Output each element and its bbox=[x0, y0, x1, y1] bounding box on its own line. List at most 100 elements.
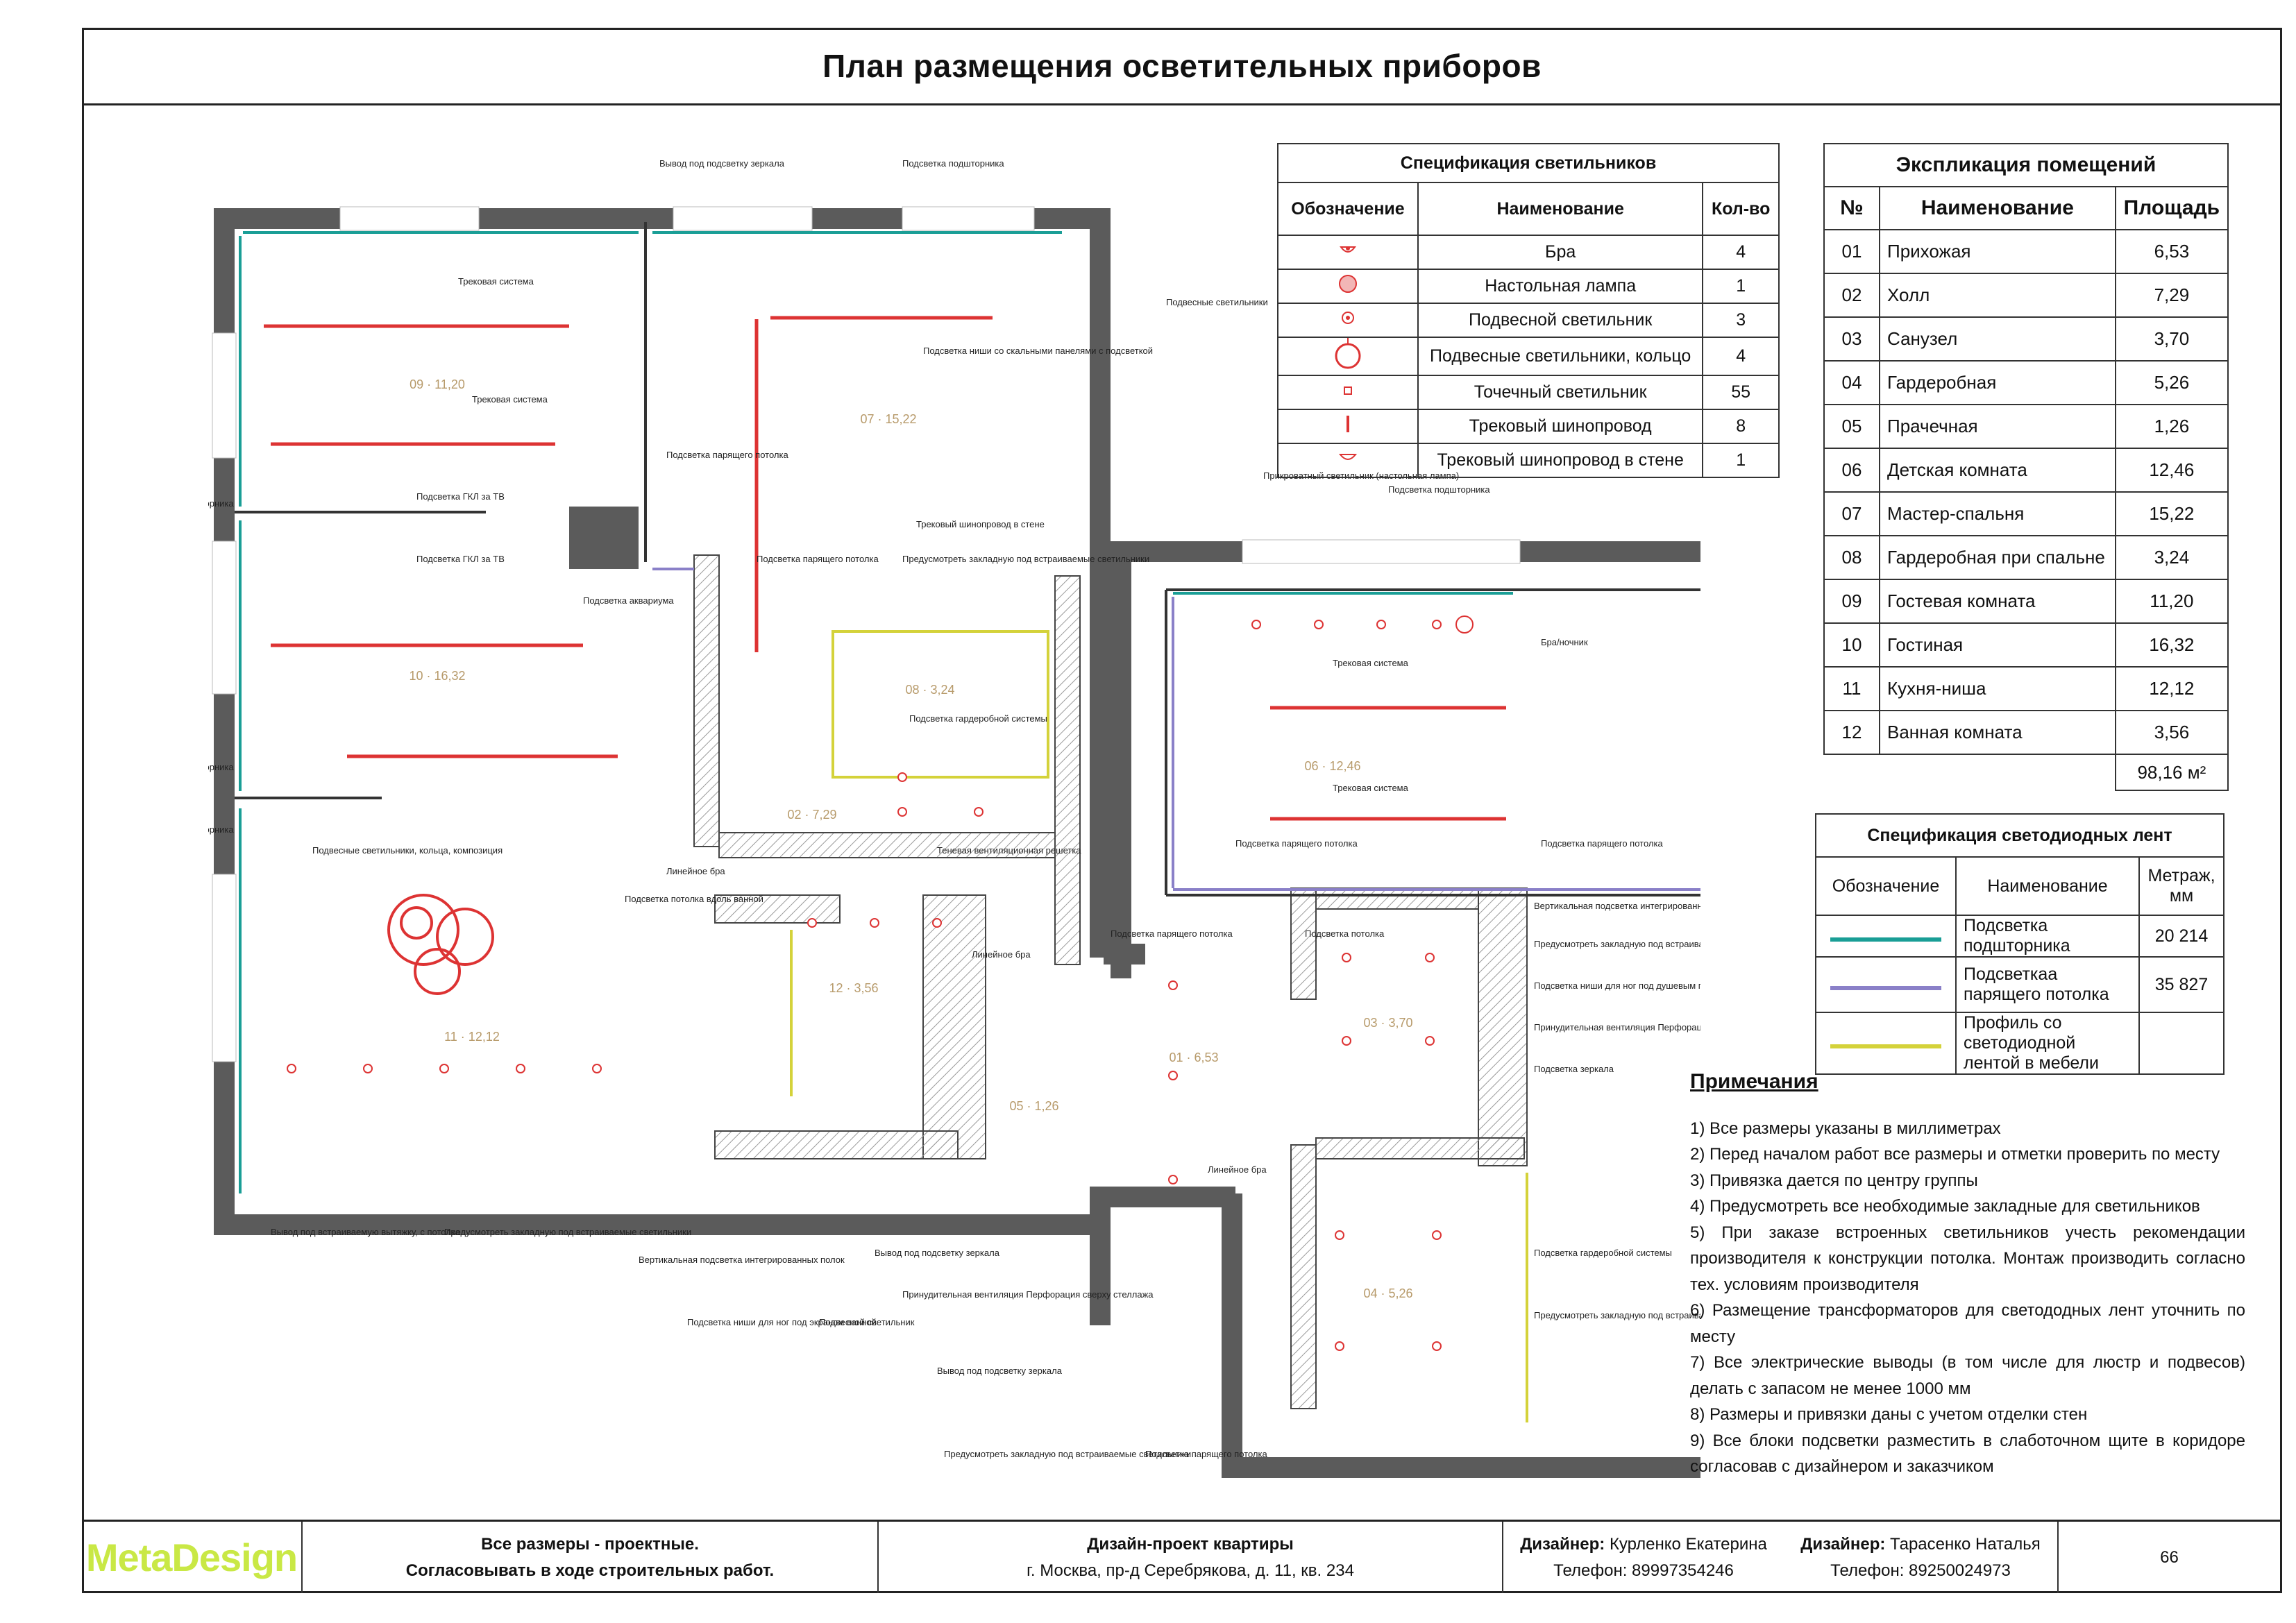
row-num: 06 bbox=[1823, 448, 1880, 493]
row-num: 10 bbox=[1823, 622, 1880, 668]
callout: Подвесные светильники, кольца, композици… bbox=[312, 845, 503, 856]
table-caption: Спецификация светодиодных лент bbox=[1815, 813, 2225, 858]
callout: Вывод под подсветку зеркала bbox=[937, 1366, 1063, 1376]
row-name: Гостиная bbox=[1879, 622, 2116, 668]
note-item: 5) При заказе встроенных светильников уч… bbox=[1690, 1223, 2245, 1294]
room-tag-12: 12 · 3,56 bbox=[829, 981, 878, 995]
callout: Линейное бра bbox=[972, 949, 1031, 960]
brand-logo: MetaDesign bbox=[85, 1535, 298, 1579]
table-caption: Спецификация светильников bbox=[1277, 143, 1780, 183]
pendant-rings bbox=[387, 894, 494, 995]
led-spec-table: Спецификация светодиодных лент Обозначен… bbox=[1815, 813, 2225, 1075]
row-name: Мастер-спальня bbox=[1879, 491, 2116, 536]
disclaimer-cell: Все размеры - проектные. Согласовывать в… bbox=[303, 1522, 879, 1593]
row-area: 6,53 bbox=[2114, 229, 2229, 274]
callout: Принудительная вентиляция Перфорация све… bbox=[902, 1289, 1154, 1300]
row-name: Трековый шинопровод bbox=[1417, 409, 1704, 444]
led-violet-swatch bbox=[1815, 956, 1957, 1013]
callout: Подсветка подшторника bbox=[208, 824, 234, 835]
callout: Трековая система bbox=[1333, 658, 1409, 668]
callout: Подсветка ГКЛ за ТВ bbox=[416, 554, 505, 564]
drawing-frame bbox=[82, 28, 2282, 1593]
callout: Трековый шинопровод в стене bbox=[916, 519, 1045, 529]
callout: Теневая вентиляционная решетка bbox=[937, 845, 1081, 856]
pendant-light-icon bbox=[1277, 303, 1419, 338]
table-row: Профиль со светодиодной лентой в мебели bbox=[1815, 1012, 2225, 1075]
note-item: 8) Размеры и привязки даны с учетом отде… bbox=[1690, 1405, 2088, 1424]
callout: Подсветка гардеробной системы bbox=[909, 713, 1047, 724]
row-name: Подсветкаа парящего потолка bbox=[1955, 956, 2140, 1013]
note-item: 1) Все размеры указаны в миллиметрах bbox=[1690, 1119, 2001, 1138]
hatched-partitions bbox=[693, 554, 1528, 1409]
callout: Трековая система bbox=[458, 276, 534, 287]
row-num: 04 bbox=[1823, 360, 1880, 405]
row-area: 3,70 bbox=[2114, 316, 2229, 362]
disclaimer-line: Все размеры - проектные. bbox=[481, 1534, 699, 1554]
callout: Предусмотреть закладную под встраиваемые… bbox=[1534, 939, 1700, 949]
callout: Трековая система bbox=[1333, 783, 1409, 793]
project-title: Дизайн-проект квартиры bbox=[1087, 1534, 1294, 1554]
row-num: 09 bbox=[1823, 579, 1880, 624]
callout: Подсветка подшторника bbox=[208, 762, 234, 772]
column-header: Наименование bbox=[1879, 186, 2116, 230]
callout: Подсветка зеркала bbox=[1534, 1064, 1614, 1074]
column-header: Наименование bbox=[1955, 856, 2140, 916]
callout: Бра/ночник bbox=[1541, 637, 1588, 647]
title-row: План размещения осветительных приборов bbox=[82, 28, 2282, 105]
row-area: 12,12 bbox=[2114, 666, 2229, 711]
led-yellow-swatch bbox=[1815, 1012, 1957, 1075]
callout: Вертикальная подсветка интегрированных п… bbox=[1534, 901, 1700, 911]
designer-phone: Телефон: 89997354246 bbox=[1553, 1561, 1734, 1580]
lights-spec-table: Спецификация светильников Обозначение На… bbox=[1277, 143, 1780, 478]
row-name: Детская комната bbox=[1879, 448, 2116, 493]
row-length: 20 214 bbox=[2138, 915, 2225, 958]
row-name: Гардеробная при спальне bbox=[1879, 535, 2116, 580]
sconce-icon bbox=[1277, 235, 1419, 270]
row-qty: 3 bbox=[1702, 303, 1780, 338]
room-tag-11: 11 · 12,12 bbox=[444, 1030, 500, 1044]
column-header: Обозначение bbox=[1277, 182, 1419, 236]
callout: Предусмотреть закладную под встраиваемые… bbox=[444, 1227, 691, 1237]
windows bbox=[212, 206, 1521, 1062]
designer-2: Дизайнер: Тарасенко Наталья Телефон: 892… bbox=[1800, 1531, 2040, 1584]
row-area: 12,46 bbox=[2114, 448, 2229, 493]
callout: Подсветка подшторника bbox=[1388, 484, 1490, 495]
row-name: Подсветка подшторника bbox=[1955, 915, 2140, 958]
callout: Подсветка подшторника bbox=[902, 158, 1004, 169]
room-tag-03: 03 · 3,70 bbox=[1363, 1016, 1412, 1030]
note-item: 4) Предусмотреть все необходимые закладн… bbox=[1690, 1197, 2200, 1216]
row-length: 35 827 bbox=[2138, 956, 2225, 1013]
callout: Предусмотреть закладную под встраиваемые… bbox=[902, 554, 1149, 564]
callout: Предусмотреть закладную под встраиваемые… bbox=[944, 1449, 1191, 1459]
row-name: Профиль со светодиодной лентой в мебели bbox=[1955, 1012, 2140, 1075]
callout: Подсветка ГКЛ за ТВ bbox=[416, 491, 505, 502]
row-name: Бра bbox=[1417, 235, 1704, 270]
row-name: Подвесные светильники, кольцо bbox=[1417, 337, 1704, 376]
row-qty: 8 bbox=[1702, 409, 1780, 444]
callout: Подсветка ниши для ног под экраном ванно… bbox=[687, 1317, 877, 1327]
callout: Подсветка парящего потолка bbox=[1541, 838, 1663, 849]
callout: Подсветка гардеробной системы bbox=[1534, 1248, 1672, 1258]
designer-name: Курленко Екатерина bbox=[1609, 1534, 1767, 1554]
row-num: 01 bbox=[1823, 229, 1880, 274]
designers-cell: Дизайнер: Курленко Екатерина Телефон: 89… bbox=[1503, 1522, 2059, 1593]
designer-1: Дизайнер: Курленко Екатерина Телефон: 89… bbox=[1520, 1531, 1767, 1584]
row-num: 03 bbox=[1823, 316, 1880, 362]
table-lamp-icon bbox=[1277, 269, 1419, 304]
notes-heading: Примечания bbox=[1690, 1070, 1818, 1093]
spotlight-icon bbox=[1277, 375, 1419, 410]
room-tag-09: 09 · 11,20 bbox=[410, 377, 465, 391]
page-number-cell: 66 bbox=[2059, 1522, 2280, 1593]
row-qty: 55 bbox=[1702, 375, 1780, 410]
rooms-explication-table: Экспликация помещений № Наименование Пло… bbox=[1823, 143, 2229, 791]
callout: Предусмотреть закладную под встраиваемые… bbox=[1534, 1310, 1700, 1320]
row-name: Трековый шинопровод в стене bbox=[1417, 443, 1704, 478]
total-area: 98,16 м² bbox=[2114, 754, 2229, 791]
callout: Линейное бра bbox=[1208, 1164, 1267, 1175]
